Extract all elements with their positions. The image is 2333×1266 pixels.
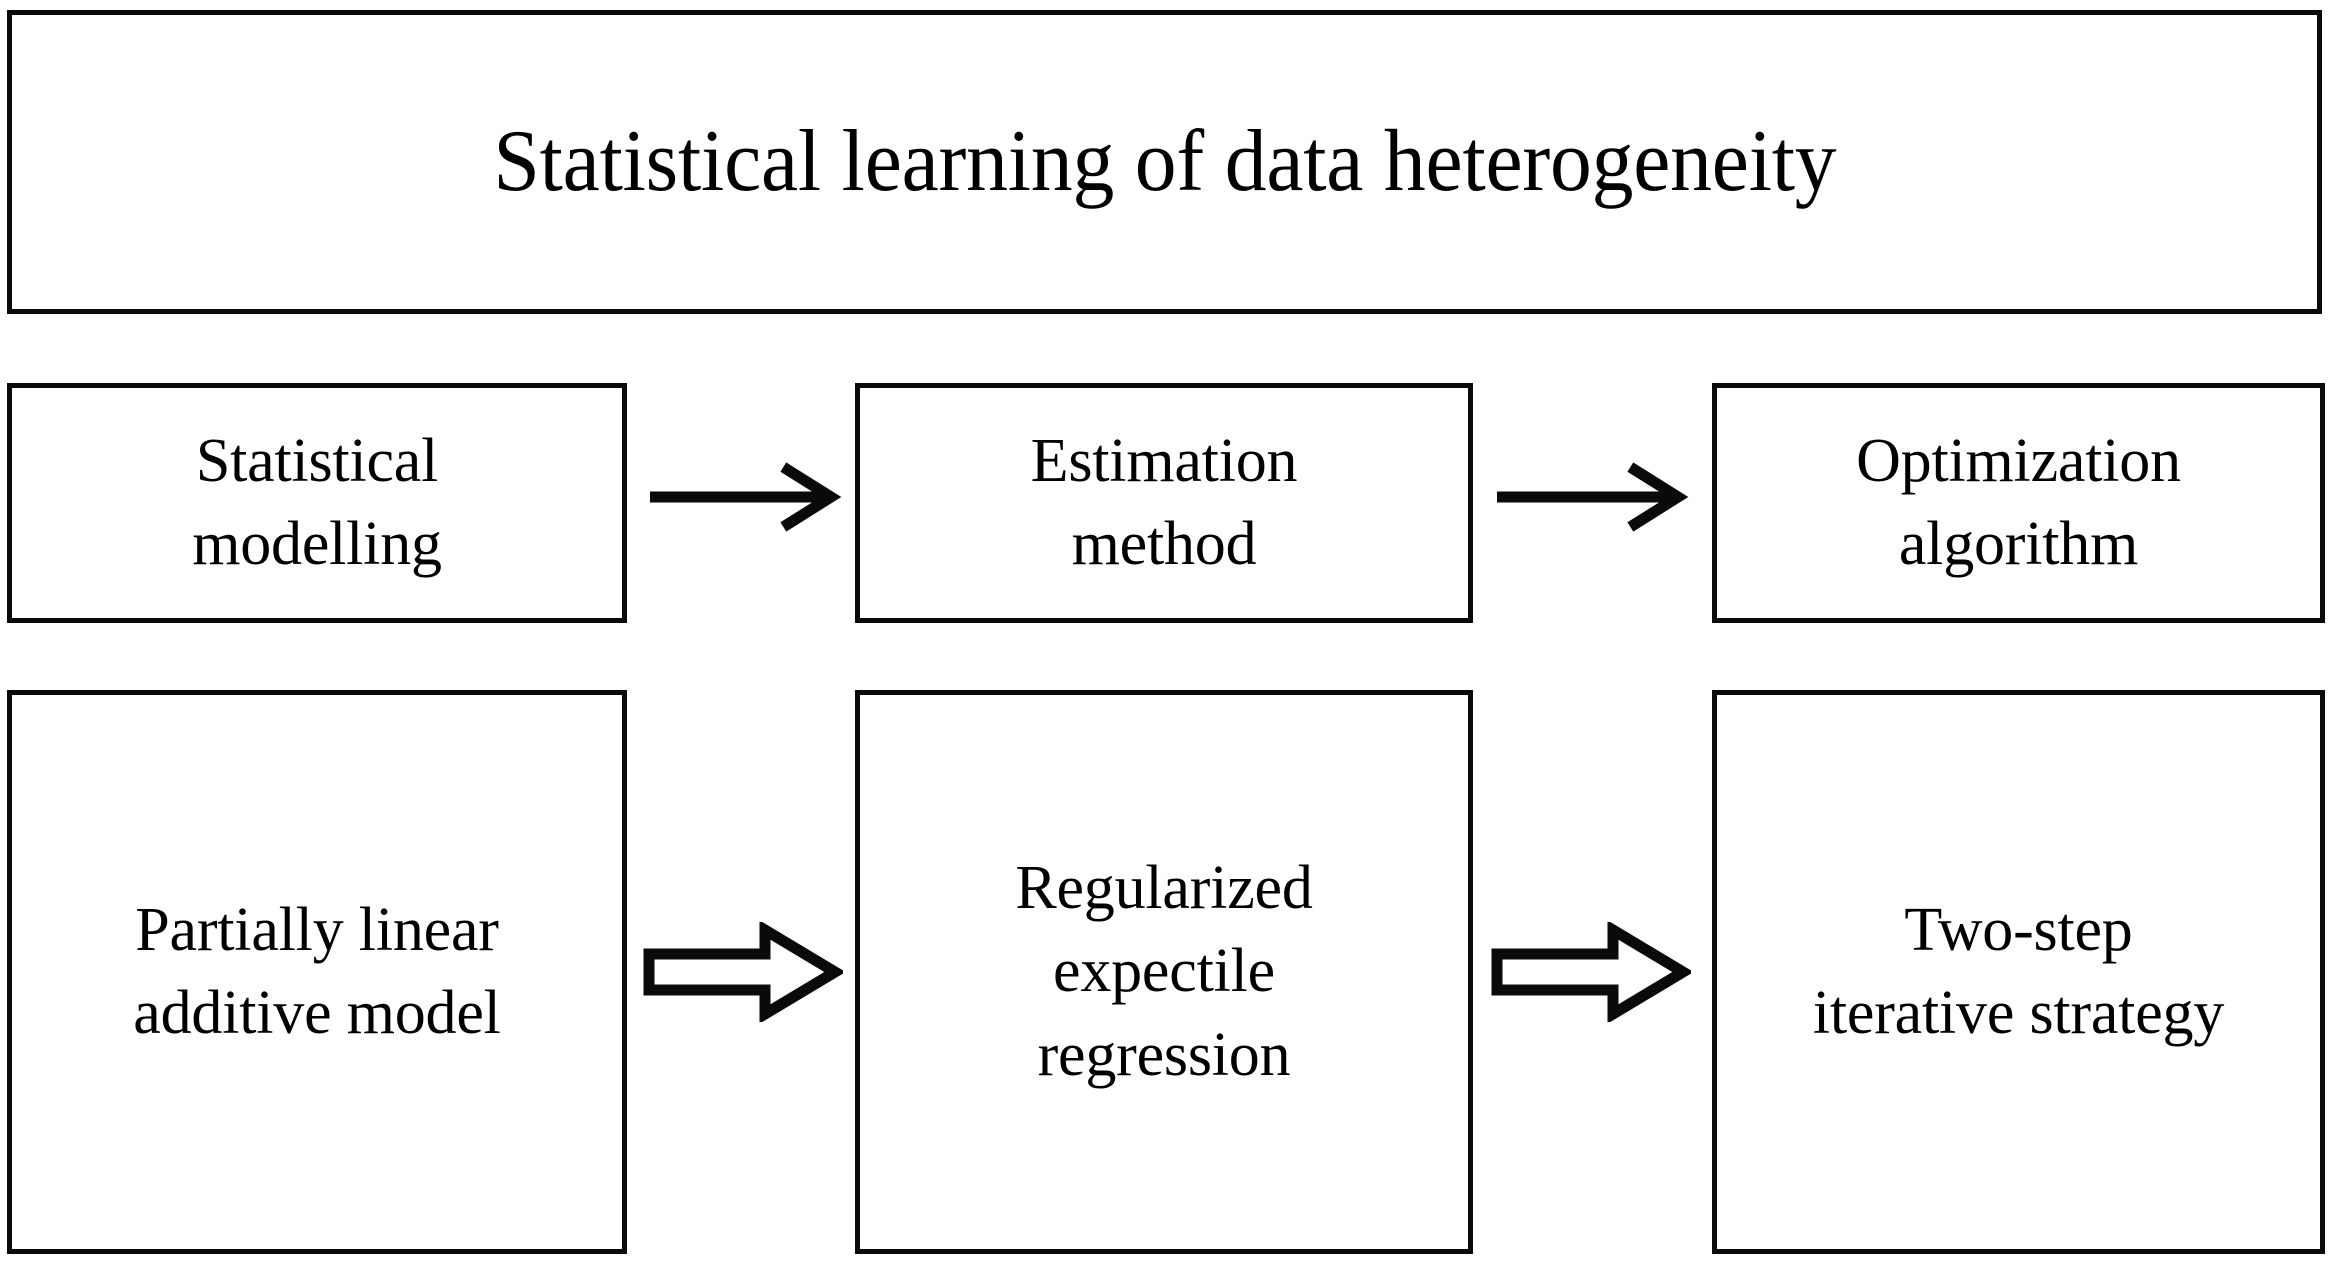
diagram-title-text: Statistical learning of data heterogenei… <box>492 113 1837 210</box>
arrow-right-block-hollow-icon <box>1491 922 1691 1022</box>
arrow-right-block-hollow-icon <box>643 922 843 1022</box>
node-two-step-iterative-strategy[interactable]: Two-step iterative strategy <box>1712 690 2325 1254</box>
diagram-title-box: Statistical learning of data heterogenei… <box>7 10 2322 314</box>
node-regularized-expectile-regression[interactable]: Regularized expectile regression <box>855 690 1473 1254</box>
node-optimization-algorithm[interactable]: Optimization algorithm <box>1712 383 2325 623</box>
node-estimation-method-label: Estimation method <box>1030 426 1298 578</box>
node-optimization-algorithm-label: Optimization algorithm <box>1856 426 2181 578</box>
node-statistical-modelling-label: Statistical modelling <box>192 426 442 578</box>
node-two-step-iterative-strategy-label: Two-step iterative strategy <box>1812 895 2225 1047</box>
node-partially-linear-additive-model[interactable]: Partially linear additive model <box>7 690 627 1254</box>
node-statistical-modelling[interactable]: Statistical modelling <box>7 383 627 623</box>
node-regularized-expectile-regression-label: Regularized expectile regression <box>1015 854 1313 1089</box>
arrow-right-line-icon <box>1497 462 1689 532</box>
node-estimation-method[interactable]: Estimation method <box>855 383 1473 623</box>
arrow-right-line-icon <box>650 462 842 532</box>
node-partially-linear-additive-model-label: Partially linear additive model <box>133 895 501 1047</box>
